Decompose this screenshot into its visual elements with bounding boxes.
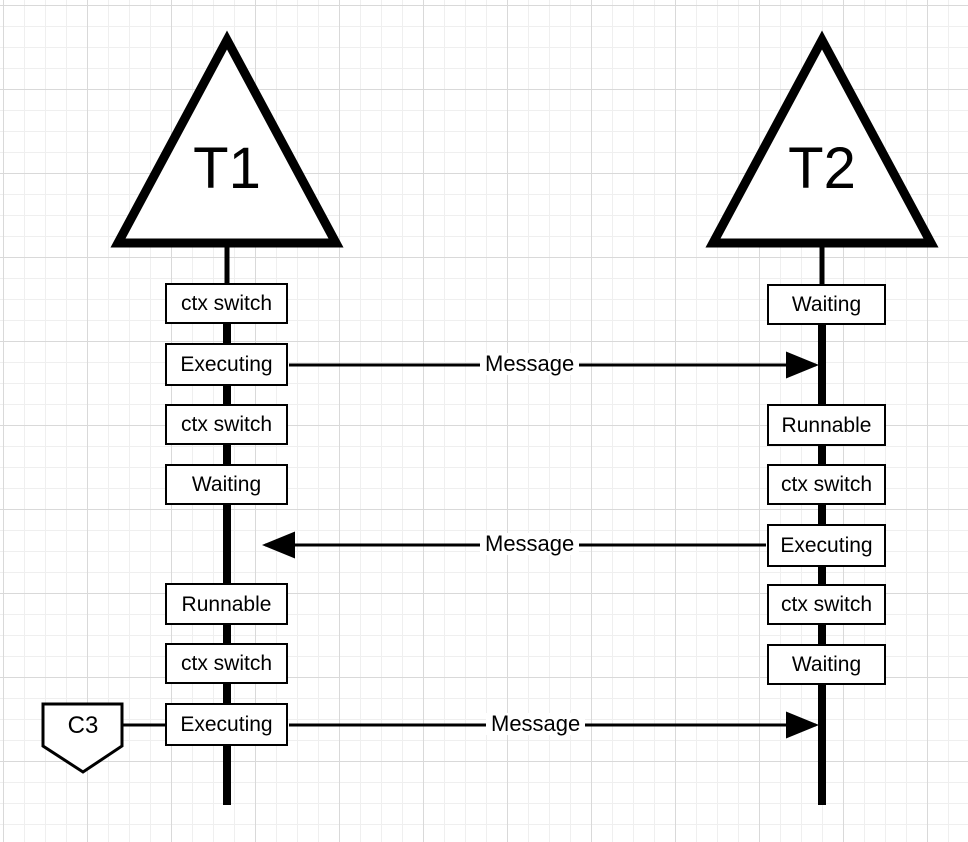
state-box-t2-executing-1[interactable]: Executing bbox=[767, 524, 886, 567]
annotation-label-c3: C3 bbox=[67, 712, 99, 739]
state-box-t1-runnable-1[interactable]: Runnable bbox=[165, 583, 288, 625]
state-box-t1-waiting-1[interactable]: Waiting bbox=[165, 464, 288, 505]
actor-label-t2: T2 bbox=[788, 136, 856, 201]
state-box-t1-ctx-switch-3[interactable]: ctx switch bbox=[165, 643, 288, 684]
state-box-t1-executing-1[interactable]: Executing bbox=[165, 343, 288, 386]
message-label-3: Message bbox=[486, 713, 586, 735]
actor-label-t1: T1 bbox=[193, 136, 261, 201]
state-box-t2-waiting-1[interactable]: Waiting bbox=[767, 284, 886, 325]
state-box-t1-ctx-switch-2[interactable]: ctx switch bbox=[165, 404, 288, 445]
message-label-2: Message bbox=[480, 533, 580, 555]
state-box-t2-ctx-switch-1[interactable]: ctx switch bbox=[767, 464, 886, 505]
state-box-t1-executing-2[interactable]: Executing bbox=[165, 703, 288, 746]
state-box-t2-waiting-2[interactable]: Waiting bbox=[767, 644, 886, 685]
state-box-t2-ctx-switch-2[interactable]: ctx switch bbox=[767, 584, 886, 625]
state-box-t1-ctx-switch-1[interactable]: ctx switch bbox=[165, 283, 288, 324]
annotation-pentagon-c3[interactable] bbox=[41, 702, 124, 774]
state-box-t2-runnable-1[interactable]: Runnable bbox=[767, 404, 886, 446]
message-label-1: Message bbox=[480, 353, 580, 375]
